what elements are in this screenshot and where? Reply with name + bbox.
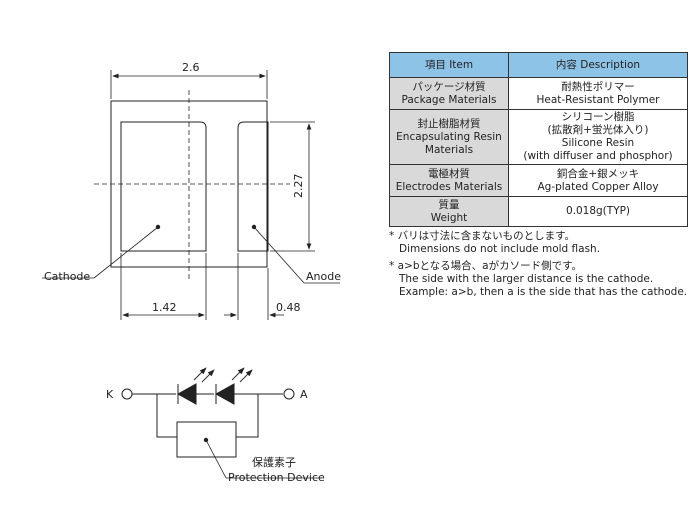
dimension-cathode-pad-label: 1.42 [152,301,177,314]
header-content: 内容 Description [508,52,688,78]
table-row: 電極材質 Electrodes Materials 銅合金+銀メッキ Ag-pl… [389,164,688,197]
table-row: 質量 Weight 0.018g(TYP) [389,196,688,227]
protection-device-label-jp: 保護素子 [252,455,296,469]
note-cathode-side: * a>bとなる場合、aがカソード側です。 The side with the … [389,260,688,298]
led-diode-1 [176,383,214,405]
terminal-a-circle [283,388,295,400]
terminal-k-label: K [106,388,114,401]
dimension-width-label: 2.6 [182,61,200,74]
dimension-anode-gap-label: 0.48 [276,301,301,314]
dimension-height [270,121,315,252]
dimension-anode-gap [224,253,284,320]
row-value: 耐熱性ポリマー Heat-Resistant Polymer [508,77,688,110]
row-value: シリコーン樹脂 (拡散剤+蛍光体入り) Silicone Resin (with… [508,109,688,165]
cathode-pad [120,121,207,252]
anode-leader [251,224,340,284]
terminal-a-label: A [300,388,308,401]
dimension-cathode-pad [120,253,207,320]
header-item: 項目 Item [389,52,509,78]
cathode-label: Cathode [44,270,90,283]
anode-label: Anode [306,270,341,283]
spec-table: 項目 Item 内容 Description パッケージ材質 Package M… [389,52,688,227]
table-row: 封止樹脂材質 Encapsulating Resin Materials シリコ… [389,109,688,165]
cathode-leader [42,224,161,279]
dimension-width [110,70,268,99]
note-mold-flash: * バリは寸法に含まないものとします。 Dimensions do not in… [389,230,601,255]
spec-table-header: 項目 Item 内容 Description [389,52,688,78]
row-label: パッケージ材質 Package Materials [389,77,509,110]
terminal-k-circle [121,388,133,400]
circuit-wires [132,393,283,438]
led-diode-2 [214,383,240,405]
led-2-emission-arrows [231,367,253,383]
protection-device-leader [203,437,322,479]
row-value: 0.018g(TYP) [508,196,688,227]
led-1-emission-arrows [193,367,215,383]
row-label: 質量 Weight [389,196,509,227]
anode-pad [237,121,269,252]
table-row: パッケージ材質 Package Materials 耐熱性ポリマー Heat-R… [389,77,688,110]
dimension-height-label: 2.27 [292,174,305,199]
notes: * バリは寸法に含まないものとします。 Dimensions do not in… [389,230,699,303]
row-label: 封止樹脂材質 Encapsulating Resin Materials [389,109,509,165]
protection-device-label-en: Protection Device [228,471,325,484]
row-label: 電極材質 Electrodes Materials [389,164,509,197]
row-value: 銅合金+銀メッキ Ag-plated Copper Alloy [508,164,688,197]
